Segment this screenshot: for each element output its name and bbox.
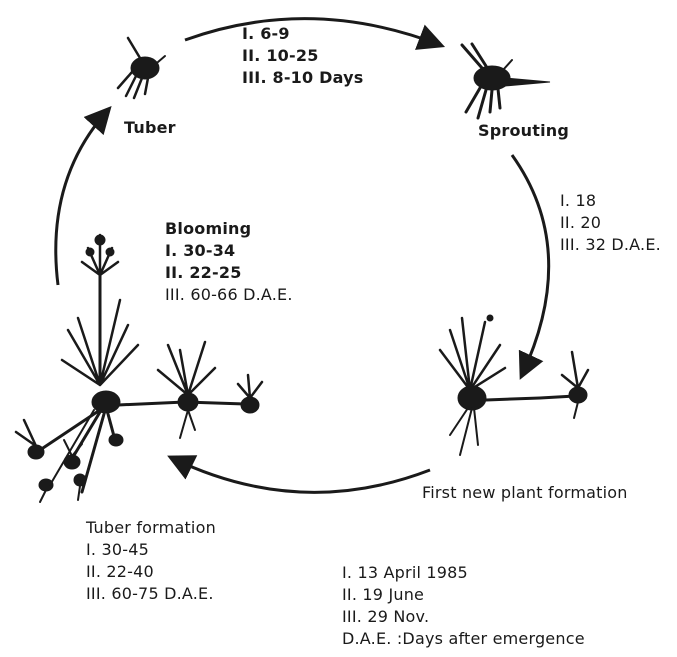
stage-label-blooming: Blooming xyxy=(165,218,251,240)
tuber-to-sprouting-line-3: III. 8-10 Days xyxy=(242,67,363,89)
sprouting-to-new-plant-days: I. 18 II. 20 III. 32 D.A.E. xyxy=(560,190,661,256)
stage-label-tuber-formation: Tuber formation xyxy=(86,517,216,539)
blooming-line-1: I. 30-34 xyxy=(165,240,293,262)
stage-label-tuber: Tuber xyxy=(124,117,176,139)
legend-line-2: II. 19 June xyxy=(342,584,585,606)
tuber-formation-line-3: III. 60-75 D.A.E. xyxy=(86,583,214,605)
tuber-formation-line-1: I. 30-45 xyxy=(86,539,214,561)
tuber-to-sprouting-days: I. 6-9 II. 10-25 III. 8-10 Days xyxy=(242,23,363,89)
sprouting-line-2: II. 20 xyxy=(560,212,661,234)
blooming-line-2: II. 22-25 xyxy=(165,262,293,284)
sprouting-drawing xyxy=(462,44,550,118)
tuber-to-sprouting-line-1: I. 6-9 xyxy=(242,23,363,45)
stage-label-first-new-plant: First new plant formation xyxy=(422,482,628,504)
stage-label-sprouting: Sprouting xyxy=(478,120,569,142)
tuber-formation-line-2: II. 22-40 xyxy=(86,561,214,583)
sprouting-line-1: I. 18 xyxy=(560,190,661,212)
tuber-formation-days: I. 30-45 II. 22-40 III. 60-75 D.A.E. xyxy=(86,539,214,605)
arrow-new-plant-to-tuber-formation xyxy=(172,458,430,492)
blooming-days: I. 30-34 II. 22-25 III. 60-66 D.A.E. xyxy=(165,240,293,306)
legend-line-4: D.A.E. :Days after emergence xyxy=(342,628,585,650)
legend-line-1: I. 13 April 1985 xyxy=(342,562,585,584)
legend-line-3: III. 29 Nov. xyxy=(342,606,585,628)
arrow-sprouting-to-new-plant xyxy=(512,155,549,375)
tuber-to-sprouting-line-2: II. 10-25 xyxy=(242,45,363,67)
first-new-plant-drawing xyxy=(440,315,588,455)
tuber-drawing xyxy=(118,38,165,98)
blooming-line-3: III. 60-66 D.A.E. xyxy=(165,284,293,306)
sprouting-line-3: III. 32 D.A.E. xyxy=(560,234,661,256)
legend: I. 13 April 1985 II. 19 June III. 29 Nov… xyxy=(342,562,585,650)
